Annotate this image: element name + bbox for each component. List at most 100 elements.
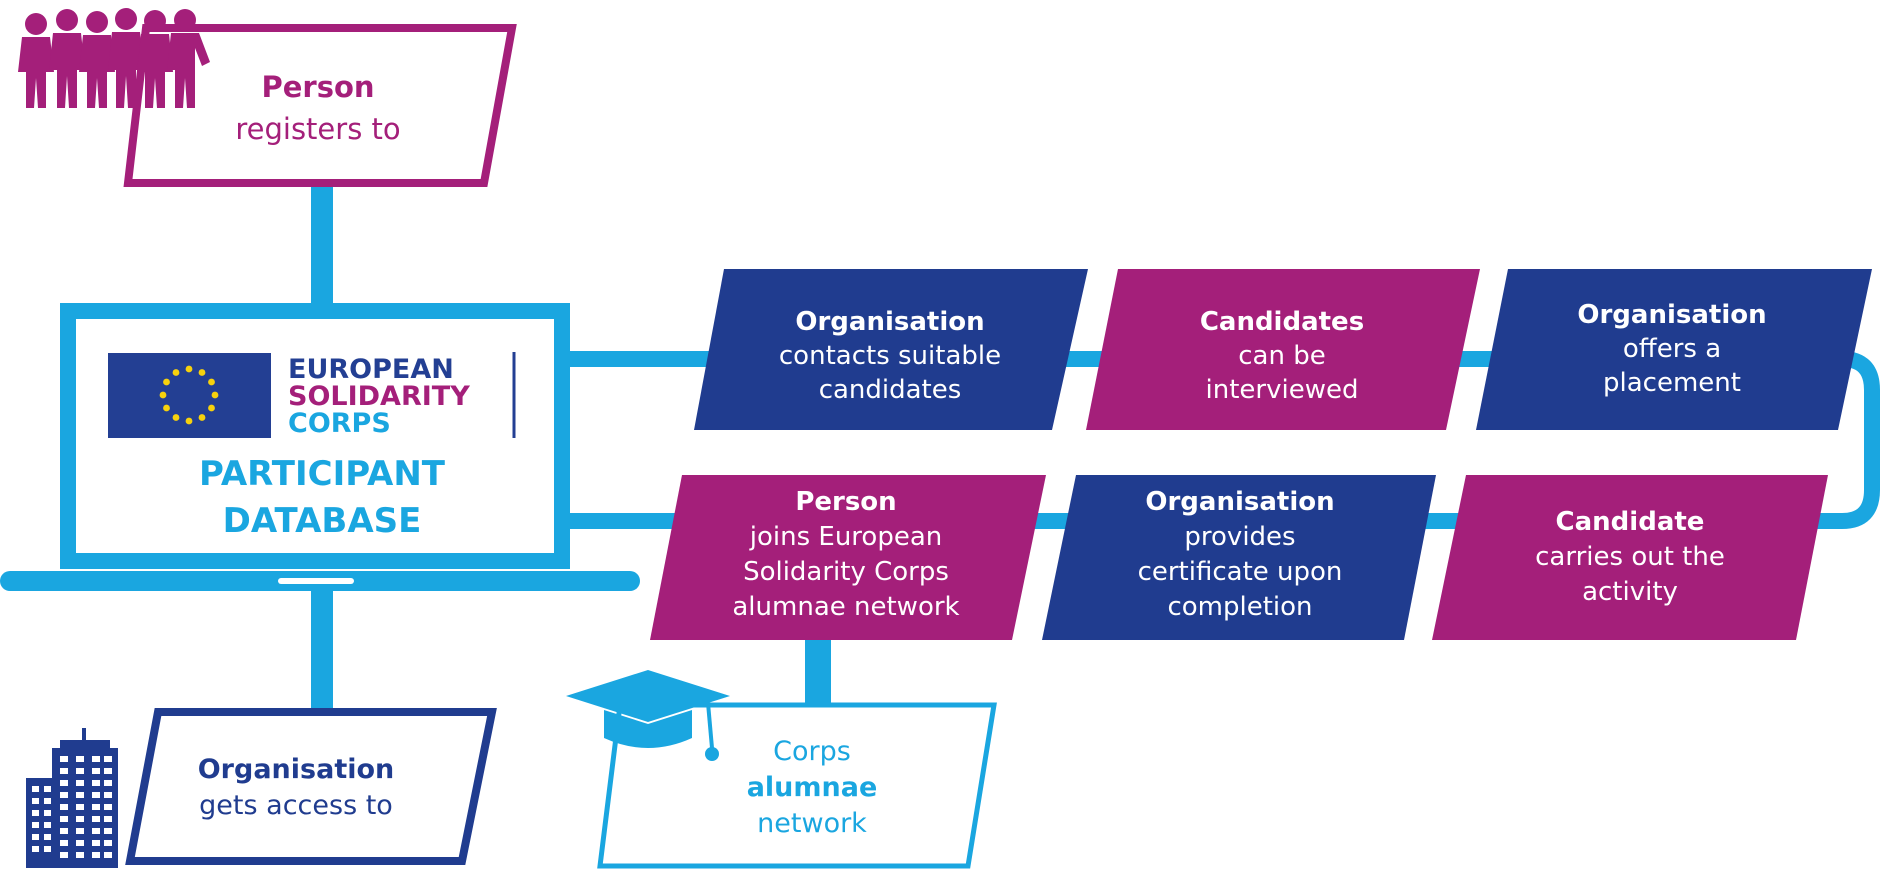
building-window bbox=[44, 810, 51, 816]
step-offers-placement: Organisation offers a placement bbox=[1476, 269, 1872, 430]
step-line: placement bbox=[1603, 368, 1741, 398]
building-window bbox=[76, 768, 84, 774]
building-window bbox=[60, 780, 68, 786]
cap-tassel bbox=[705, 747, 719, 761]
building-window bbox=[76, 828, 84, 834]
eu-star bbox=[185, 417, 193, 425]
step-line: Solidarity Corps bbox=[743, 557, 949, 587]
building-windows bbox=[32, 756, 112, 858]
building-window bbox=[76, 792, 84, 798]
building-window bbox=[60, 816, 68, 822]
step-line: candidates bbox=[819, 375, 962, 405]
building-window bbox=[92, 780, 100, 786]
steps-row2: Person joins European Solidarity Corps a… bbox=[650, 475, 1828, 640]
building-window bbox=[92, 756, 100, 762]
office-building-icon bbox=[26, 728, 118, 868]
alumnae-line1: Corps bbox=[773, 736, 851, 767]
building-window bbox=[60, 804, 68, 810]
building-window bbox=[104, 792, 112, 798]
step-line: certificate upon bbox=[1138, 557, 1343, 587]
building-window bbox=[44, 846, 51, 852]
step-box bbox=[1086, 269, 1480, 430]
building-window bbox=[60, 840, 68, 846]
building-antenna bbox=[82, 728, 86, 742]
person-figure bbox=[167, 9, 210, 108]
cap-base bbox=[604, 710, 692, 748]
eu-stars bbox=[159, 365, 219, 425]
building-window bbox=[60, 828, 68, 834]
building-window bbox=[76, 756, 84, 762]
cap-tassel-cord bbox=[706, 702, 714, 749]
alumnae-box-frame bbox=[597, 702, 997, 869]
building-window bbox=[104, 756, 112, 762]
step-line: interviewed bbox=[1206, 375, 1359, 405]
person-box: Person registers to bbox=[123, 24, 517, 187]
person-box-frame bbox=[123, 24, 517, 187]
building-window bbox=[104, 768, 112, 774]
building-window bbox=[92, 804, 100, 810]
step-title: Organisation bbox=[1145, 487, 1334, 517]
building-window bbox=[60, 852, 68, 858]
building-window bbox=[104, 828, 112, 834]
building-window bbox=[32, 822, 39, 828]
building-window bbox=[92, 768, 100, 774]
person-box-title: Person bbox=[261, 70, 374, 104]
person-figure bbox=[49, 9, 85, 108]
building-window bbox=[44, 786, 51, 792]
building-window bbox=[92, 852, 100, 858]
step-box bbox=[1042, 475, 1436, 640]
building-roof bbox=[60, 740, 110, 750]
laptop-icon bbox=[0, 303, 640, 591]
cap-board bbox=[566, 670, 730, 722]
esc-logo: EUROPEAN SOLIDARITY CORPS bbox=[108, 352, 516, 439]
organisation-box: Organisation gets access to bbox=[125, 708, 497, 865]
step-line: contacts suitable bbox=[779, 341, 1001, 371]
building-window bbox=[60, 768, 68, 774]
building-window bbox=[76, 780, 84, 786]
step-contacts-candidates: Organisation contacts suitable candidate… bbox=[694, 269, 1088, 430]
alumnae-line3: network bbox=[757, 808, 867, 839]
step-box bbox=[650, 475, 1046, 640]
step-alumnae-join: Person joins European Solidarity Corps a… bbox=[650, 475, 1046, 640]
building-window bbox=[76, 840, 84, 846]
building-window bbox=[32, 798, 39, 804]
building-window bbox=[92, 840, 100, 846]
logo-line-corps: CORPS bbox=[288, 408, 391, 439]
building-window bbox=[60, 792, 68, 798]
building-window bbox=[76, 852, 84, 858]
building-window bbox=[92, 828, 100, 834]
building-window bbox=[76, 816, 84, 822]
step-line: alumnae network bbox=[732, 592, 959, 622]
alumnae-line2: alumnae bbox=[747, 772, 878, 803]
step-line: activity bbox=[1582, 577, 1678, 607]
organisation-box-title: Organisation bbox=[198, 754, 395, 785]
step-line: can be bbox=[1238, 341, 1325, 371]
person-figure bbox=[79, 11, 115, 108]
graduation-cap-icon bbox=[566, 670, 730, 761]
organisation-box-subtitle: gets access to bbox=[199, 790, 393, 821]
building-window bbox=[92, 816, 100, 822]
alumnae-box: Corps alumnae network bbox=[597, 702, 997, 869]
step-box bbox=[694, 269, 1088, 430]
step-box bbox=[1432, 475, 1828, 640]
step-certificate: Organisation provides certificate upon c… bbox=[1042, 475, 1436, 640]
step-box bbox=[1476, 269, 1872, 430]
logo-line-european: EUROPEAN bbox=[288, 354, 454, 385]
building-window bbox=[44, 822, 51, 828]
building-window bbox=[32, 846, 39, 852]
building-window bbox=[104, 780, 112, 786]
building-window bbox=[32, 786, 39, 792]
building-window bbox=[32, 834, 39, 840]
step-title: Person bbox=[795, 487, 896, 517]
person-figure bbox=[137, 10, 173, 108]
eu-star bbox=[208, 404, 215, 412]
building-window bbox=[104, 816, 112, 822]
building-window bbox=[76, 804, 84, 810]
connector-loop-right bbox=[1820, 351, 1880, 529]
screen-title-line2: DATABASE bbox=[223, 501, 422, 541]
eu-star bbox=[163, 404, 170, 412]
building-window bbox=[104, 852, 112, 858]
person-figure bbox=[108, 8, 144, 108]
screen-title-line1: PARTICIPANT bbox=[199, 454, 446, 494]
organisation-box-frame bbox=[125, 708, 497, 865]
